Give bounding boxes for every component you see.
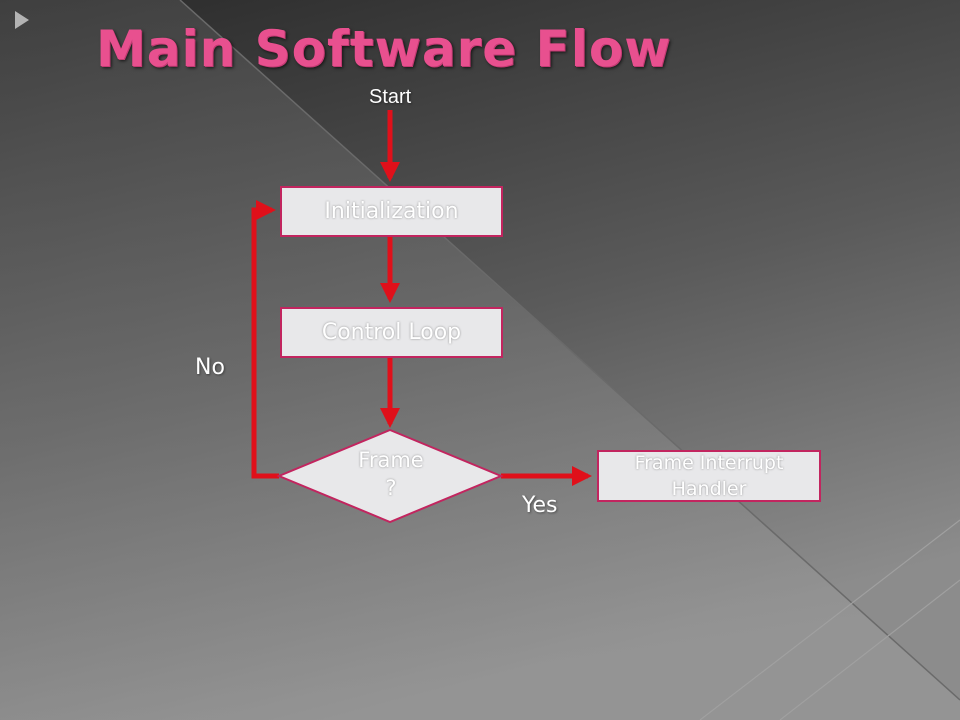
- decision-label: Frame ?: [318, 446, 464, 508]
- background-corner-line-1: [699, 519, 960, 720]
- yes-label: Yes: [522, 493, 558, 518]
- decision-label-line1: Frame: [358, 448, 424, 472]
- background-diagonal-line: [179, 0, 960, 701]
- frame-interrupt-handler-box: Frame Interrupt Handler: [597, 450, 821, 502]
- initialization-box: Initialization: [280, 186, 503, 237]
- decision-diamond: [276, 428, 504, 524]
- start-label: Start: [369, 86, 412, 108]
- page-title: Main Software Flow: [96, 20, 672, 78]
- handler-label-line2: Handler: [671, 478, 747, 500]
- initialization-label: Initialization: [324, 199, 459, 224]
- triangle-right-icon: [15, 11, 29, 29]
- control-loop-box: Control Loop: [280, 307, 503, 358]
- decision-label-line2: ?: [385, 476, 397, 500]
- no-label: No: [195, 355, 225, 380]
- control-loop-label: Control Loop: [321, 320, 462, 345]
- handler-label-line1: Frame Interrupt: [634, 452, 784, 474]
- background-corner-line-2: [779, 579, 960, 720]
- arrow-decision-loop-back: [251, 200, 279, 479]
